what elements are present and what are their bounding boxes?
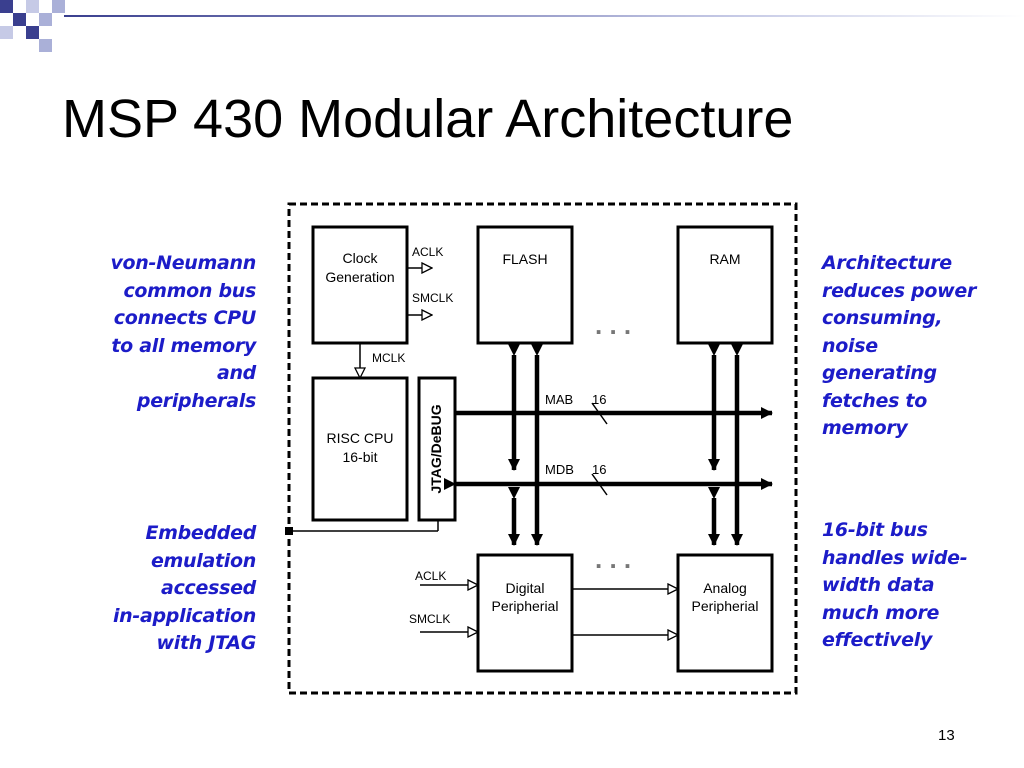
analog-label: Analog — [703, 580, 747, 596]
digital-label: Digital — [506, 580, 545, 596]
note-architecture-power: Architecture reduces power consuming, no… — [822, 250, 976, 443]
note-line: von-Neumann — [110, 252, 256, 274]
ram-block — [676, 225, 774, 345]
clock-label: Clock — [342, 250, 378, 266]
page-number: 13 — [938, 727, 955, 744]
top-rule — [64, 15, 1024, 17]
note-line: and — [216, 362, 256, 384]
aclk-label: ACLK — [412, 245, 443, 259]
jtag-debug-block — [417, 376, 457, 522]
note-line: common bus — [123, 279, 256, 302]
note-line: peripherals — [136, 389, 256, 412]
note-line: accessed — [161, 577, 256, 599]
note-line: fetches to — [822, 389, 927, 412]
risc-cpu-block — [311, 376, 409, 522]
mab-label: MAB — [545, 392, 573, 407]
mab-width-label: 16 — [592, 392, 606, 407]
mdb-label: MDB — [545, 462, 574, 477]
digital-label: Peripherial — [492, 598, 559, 614]
analog-peripheral-block — [676, 553, 774, 673]
smclk-in-label: SMCLK — [409, 612, 450, 626]
note-embedded-emulation: Embedded emulation accessed in-applicati… — [113, 520, 256, 658]
digital-peripheral-block — [476, 553, 574, 673]
note-line: to all memory — [111, 334, 256, 357]
note-line: emulation — [150, 549, 256, 572]
note-line: connects CPU — [113, 307, 257, 329]
note-line: memory — [822, 417, 908, 439]
clock-generation-block — [311, 225, 409, 345]
chip-boundary — [287, 202, 798, 695]
note-line: Architecture — [822, 252, 952, 274]
smclk-label: SMCLK — [412, 291, 453, 305]
slide-title: MSP 430 Modular Architecture — [62, 89, 794, 149]
ellipsis-memory: . . . — [595, 310, 631, 340]
note-line: effectively — [822, 629, 933, 651]
note-line: in-application — [112, 604, 256, 627]
note-line: handles wide- — [822, 546, 968, 569]
note-line: generating — [822, 362, 937, 384]
note-line: width data — [822, 574, 935, 596]
corner-decoration — [0, 0, 80, 64]
clock-label: Generation — [325, 269, 394, 285]
flash-label: FLASH — [502, 251, 547, 267]
note-line: 16-bit bus — [822, 519, 928, 541]
note-line: Embedded — [145, 522, 256, 544]
jtag-label: JTAG/DeBUG — [428, 404, 444, 493]
aclk-in-label: ACLK — [415, 569, 446, 583]
note-line: noise — [822, 334, 878, 357]
note-16bit-bus: 16-bit bus handles wide- width data much… — [822, 517, 968, 655]
note-line: much more — [822, 601, 940, 624]
analog-label: Peripherial — [692, 598, 759, 614]
note-line: with JTAG — [156, 632, 257, 654]
mdb-width-label: 16 — [592, 462, 606, 477]
note-von-neumann: von-Neumann common bus connects CPU to a… — [110, 250, 256, 415]
cpu-label: 16-bit — [342, 449, 377, 465]
mclk-label: MCLK — [372, 351, 405, 365]
note-line: reduces power — [822, 279, 977, 302]
mab-width-slash — [591, 402, 608, 425]
jtag-pin — [285, 527, 293, 535]
note-line: consuming, — [822, 307, 943, 329]
flash-block — [476, 225, 574, 345]
ellipsis-peripherals: . . . — [595, 544, 631, 574]
mdb-width-slash — [591, 473, 608, 496]
cpu-label: RISC CPU — [327, 430, 394, 446]
ram-label: RAM — [709, 251, 740, 267]
